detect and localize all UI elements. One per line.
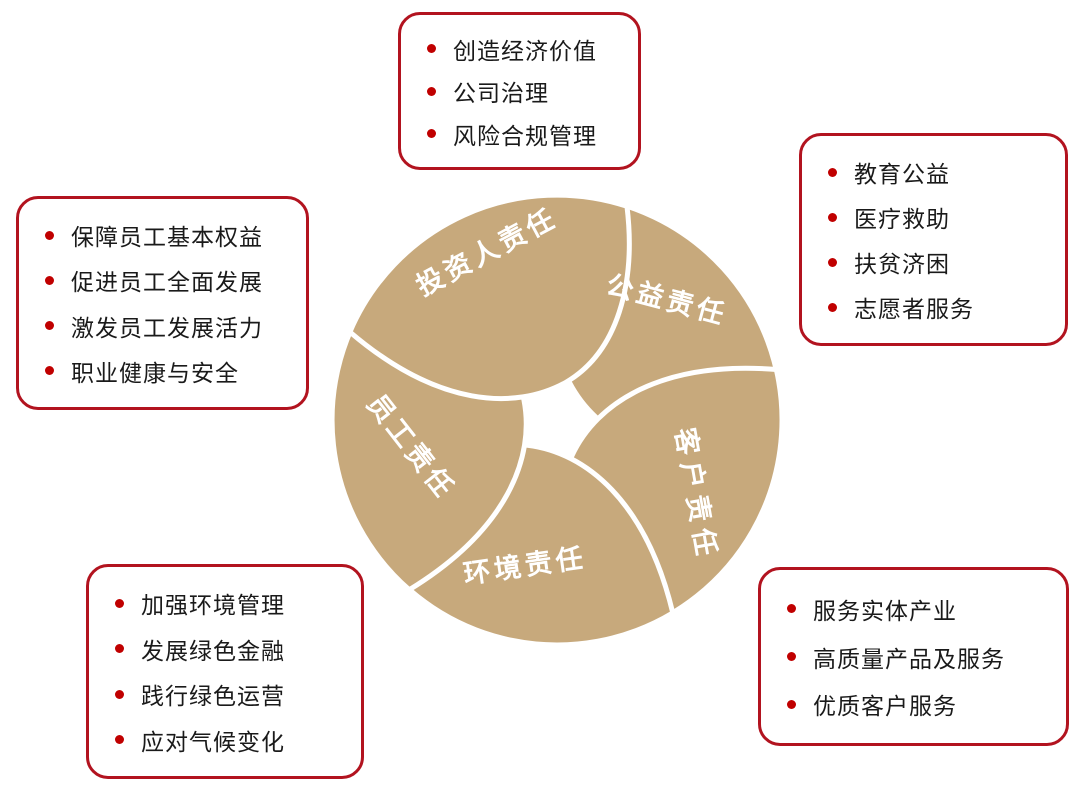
item-text: 教育公益 bbox=[854, 161, 950, 187]
item-text: 发展绿色金融 bbox=[141, 637, 285, 664]
bullet-icon bbox=[45, 275, 54, 285]
bullet-icon bbox=[427, 129, 436, 138]
list-item: 应对气候变化 bbox=[115, 723, 347, 757]
list-item: 志愿者服务 bbox=[828, 290, 1051, 324]
bullet-icon bbox=[45, 321, 54, 331]
item-text: 促进员工全面发展 bbox=[71, 269, 263, 296]
list-item: 职业健康与安全 bbox=[45, 354, 292, 388]
list-item: 风险合规管理 bbox=[427, 117, 624, 151]
bullet-icon bbox=[45, 366, 54, 376]
bullet-icon bbox=[828, 212, 837, 222]
list-item: 优质客户服务 bbox=[787, 687, 1052, 721]
callout-employee-items: 保障员工基本权益 促进员工全面发展 激发员工发展活力 职业健康与安全 bbox=[16, 196, 309, 410]
bullet-icon bbox=[787, 699, 796, 709]
item-text: 加强环境管理 bbox=[141, 592, 285, 619]
item-text: 志愿者服务 bbox=[854, 296, 974, 322]
item-text: 职业健康与安全 bbox=[71, 359, 239, 386]
item-text: 扶贫济困 bbox=[854, 251, 950, 277]
list-item: 服务实体产业 bbox=[787, 592, 1052, 626]
list-item: 促进员工全面发展 bbox=[45, 263, 292, 297]
bullet-icon bbox=[787, 604, 796, 614]
list-item: 扶贫济困 bbox=[828, 245, 1051, 279]
bullet-icon bbox=[115, 689, 124, 699]
list-item: 医疗救助 bbox=[828, 200, 1051, 234]
bullet-icon bbox=[427, 86, 436, 96]
item-text: 保障员工基本权益 bbox=[71, 224, 263, 251]
list-item: 公司治理 bbox=[427, 74, 624, 108]
list-item: 践行绿色运营 bbox=[115, 677, 347, 711]
item-text: 优质客户服务 bbox=[813, 693, 957, 720]
list-item: 创造经济价值 bbox=[427, 32, 624, 66]
callout-customer-items: 服务实体产业 高质量产品及服务 优质客户服务 bbox=[758, 567, 1069, 746]
callout-environment-items: 加强环境管理 发展绿色金融 践行绿色运营 应对气候变化 bbox=[86, 564, 364, 779]
item-text: 激发员工发展活力 bbox=[71, 314, 263, 341]
list-item: 高质量产品及服务 bbox=[787, 640, 1052, 674]
bullet-icon bbox=[828, 167, 837, 177]
item-text: 践行绿色运营 bbox=[141, 683, 285, 710]
bullet-icon bbox=[45, 230, 54, 240]
list-item: 激发员工发展活力 bbox=[45, 309, 292, 343]
bullet-icon bbox=[828, 302, 837, 312]
bullet-icon bbox=[787, 652, 796, 661]
list-item: 发展绿色金融 bbox=[115, 632, 347, 666]
bullet-icon bbox=[427, 44, 436, 53]
item-text: 风险合规管理 bbox=[453, 122, 597, 149]
item-text: 创造经济价值 bbox=[453, 37, 597, 64]
list-item: 教育公益 bbox=[828, 155, 1051, 189]
bullet-icon bbox=[115, 644, 124, 654]
bullet-icon bbox=[828, 257, 837, 267]
callout-welfare-items: 教育公益 医疗救助 扶贫济困 志愿者服务 bbox=[799, 133, 1068, 346]
item-text: 医疗救助 bbox=[854, 206, 950, 232]
item-text: 公司治理 bbox=[453, 80, 549, 106]
bullet-icon bbox=[115, 598, 124, 608]
list-item: 加强环境管理 bbox=[115, 586, 347, 620]
responsibility-wheel: 投资人责任 公益责任 客户责任 环境责任 员工责任 bbox=[327, 190, 787, 650]
bullet-icon bbox=[115, 735, 124, 745]
callout-investor-items: 创造经济价值 公司治理 风险合规管理 bbox=[398, 12, 641, 170]
item-text: 服务实体产业 bbox=[813, 597, 957, 624]
item-text: 应对气候变化 bbox=[141, 728, 285, 755]
list-item: 保障员工基本权益 bbox=[45, 218, 292, 252]
item-text: 高质量产品及服务 bbox=[813, 645, 1005, 672]
